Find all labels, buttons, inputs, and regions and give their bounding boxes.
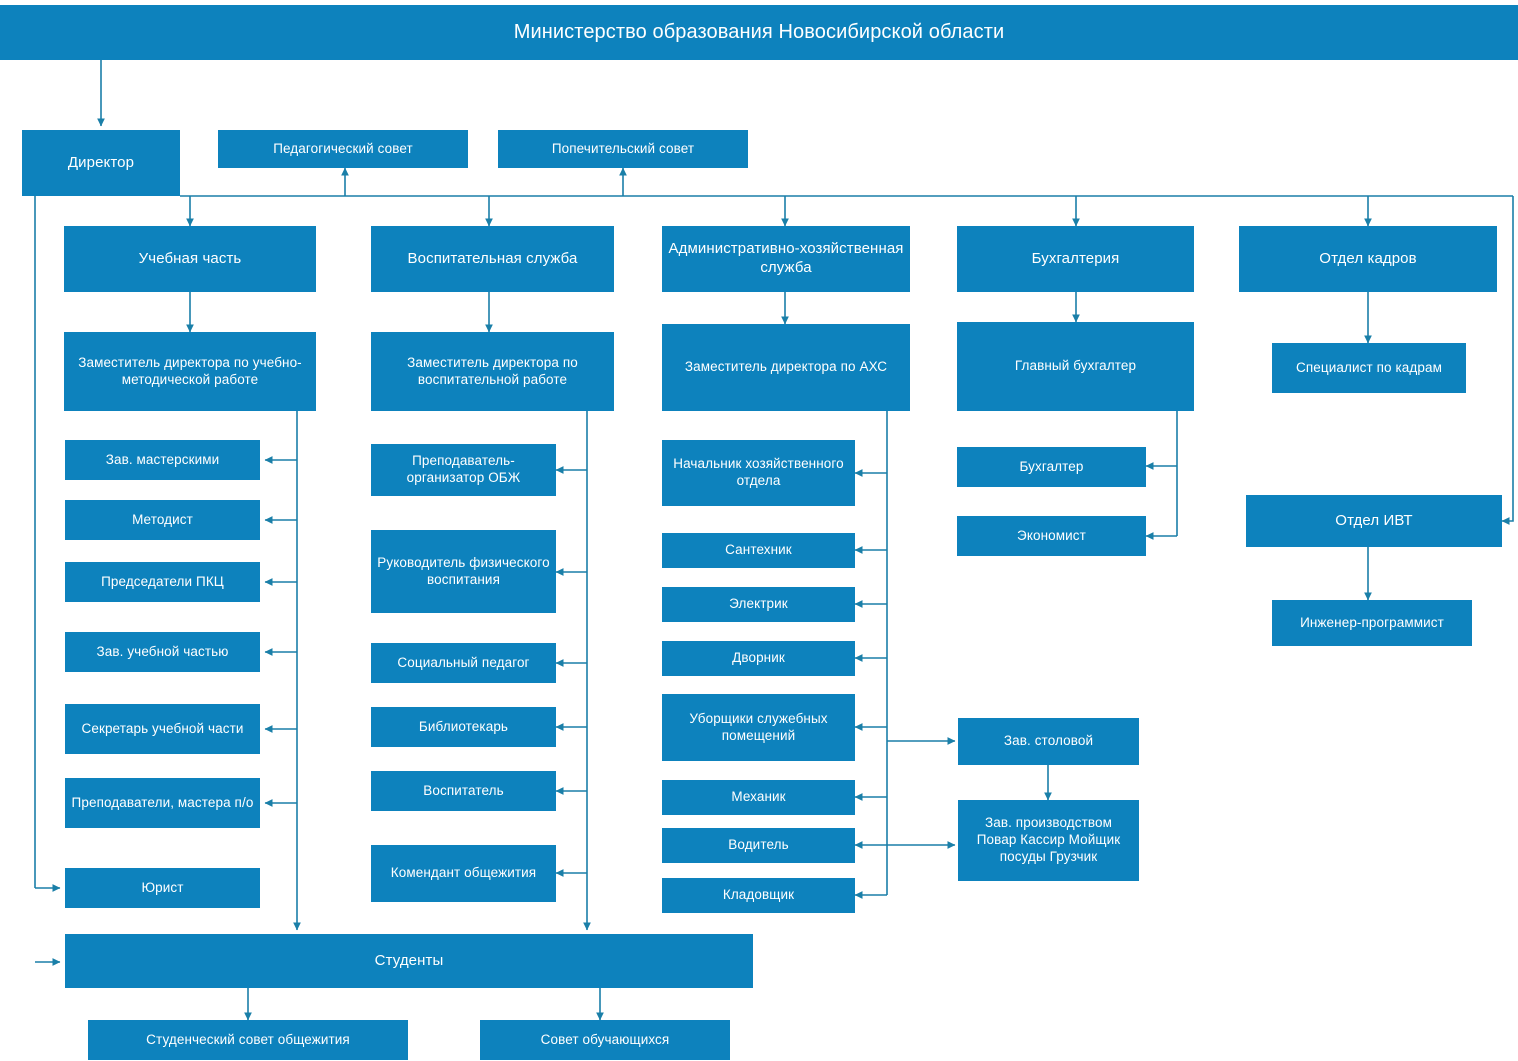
node-students-council[interactable]: Совет обучающихся (480, 1020, 730, 1060)
node-academic-item-0[interactable]: Зав. мастерскими (65, 440, 260, 480)
node-upbringing-item-2[interactable]: Социальный педагог (371, 643, 556, 683)
node-trustee-council[interactable]: Попечительский совет (498, 130, 748, 168)
node-academic-item-4[interactable]: Секретарь учебной части (65, 704, 260, 754)
node-ivt-item-0[interactable]: Инженер-программист (1272, 600, 1472, 646)
node-academic-item-3[interactable]: Зав. учебной частью (65, 632, 260, 672)
node-deputy-administrative[interactable]: Заместитель директора по АХС (662, 324, 910, 411)
node-department-hr[interactable]: Отдел кадров (1239, 226, 1497, 292)
node-academic-item-2[interactable]: Председатели ПКЦ (65, 562, 260, 602)
node-department-academic[interactable]: Учебная часть (64, 226, 316, 292)
node-administrative-item-0[interactable]: Начальник хозяйственного отдела (662, 440, 855, 506)
node-canteen-staff[interactable]: Зав. производством Повар Кассир Мойщик п… (958, 800, 1139, 881)
node-deputy-academic[interactable]: Заместитель директора по учебно-методиче… (64, 332, 316, 411)
node-administrative-item-1[interactable]: Сантехник (662, 533, 855, 568)
node-accounting-item-1[interactable]: Экономист (957, 516, 1146, 556)
node-upbringing-item-3[interactable]: Библиотекарь (371, 707, 556, 747)
node-chief-accountant[interactable]: Главный бухгалтер (957, 322, 1194, 411)
node-accounting-item-0[interactable]: Бухгалтер (957, 447, 1146, 487)
node-administrative-item-3[interactable]: Дворник (662, 641, 855, 676)
node-administrative-item-4[interactable]: Уборщики служебных помещений (662, 694, 855, 761)
ministry-header: Министерство образования Новосибирской о… (0, 5, 1518, 60)
node-academic-item-1[interactable]: Методист (65, 500, 260, 540)
node-director[interactable]: Директор (22, 130, 180, 196)
node-administrative-item-5[interactable]: Механик (662, 780, 855, 815)
node-department-accounting[interactable]: Бухгалтерия (957, 226, 1194, 292)
node-department-administrative[interactable]: Административно-хозяйственная служба (662, 226, 910, 292)
node-administrative-item-6[interactable]: Водитель (662, 828, 855, 863)
node-canteen-manager[interactable]: Зав. столовой (958, 718, 1139, 765)
node-upbringing-item-0[interactable]: Преподаватель-организатор ОБЖ (371, 444, 556, 496)
node-students[interactable]: Студенты (65, 934, 753, 988)
node-dorm-council[interactable]: Студенческий совет общежития (88, 1020, 408, 1060)
node-hr-specialist[interactable]: Специалист по кадрам (1272, 343, 1466, 393)
node-department-upbringing[interactable]: Воспитательная служба (371, 226, 614, 292)
node-administrative-item-7[interactable]: Кладовщик (662, 878, 855, 913)
node-upbringing-item-5[interactable]: Комендант общежития (371, 845, 556, 902)
node-administrative-item-2[interactable]: Электрик (662, 587, 855, 622)
node-upbringing-item-4[interactable]: Воспитатель (371, 771, 556, 811)
node-lawyer[interactable]: Юрист (65, 868, 260, 908)
node-deputy-upbringing[interactable]: Заместитель директора по воспитательной … (371, 332, 614, 411)
node-pedagogical-council[interactable]: Педагогический совет (218, 130, 468, 168)
node-academic-item-5[interactable]: Преподаватели, мастера п/о (65, 778, 260, 828)
node-department-ivt[interactable]: Отдел ИВТ (1246, 495, 1502, 547)
node-upbringing-item-1[interactable]: Руководитель физического воспитания (371, 530, 556, 613)
